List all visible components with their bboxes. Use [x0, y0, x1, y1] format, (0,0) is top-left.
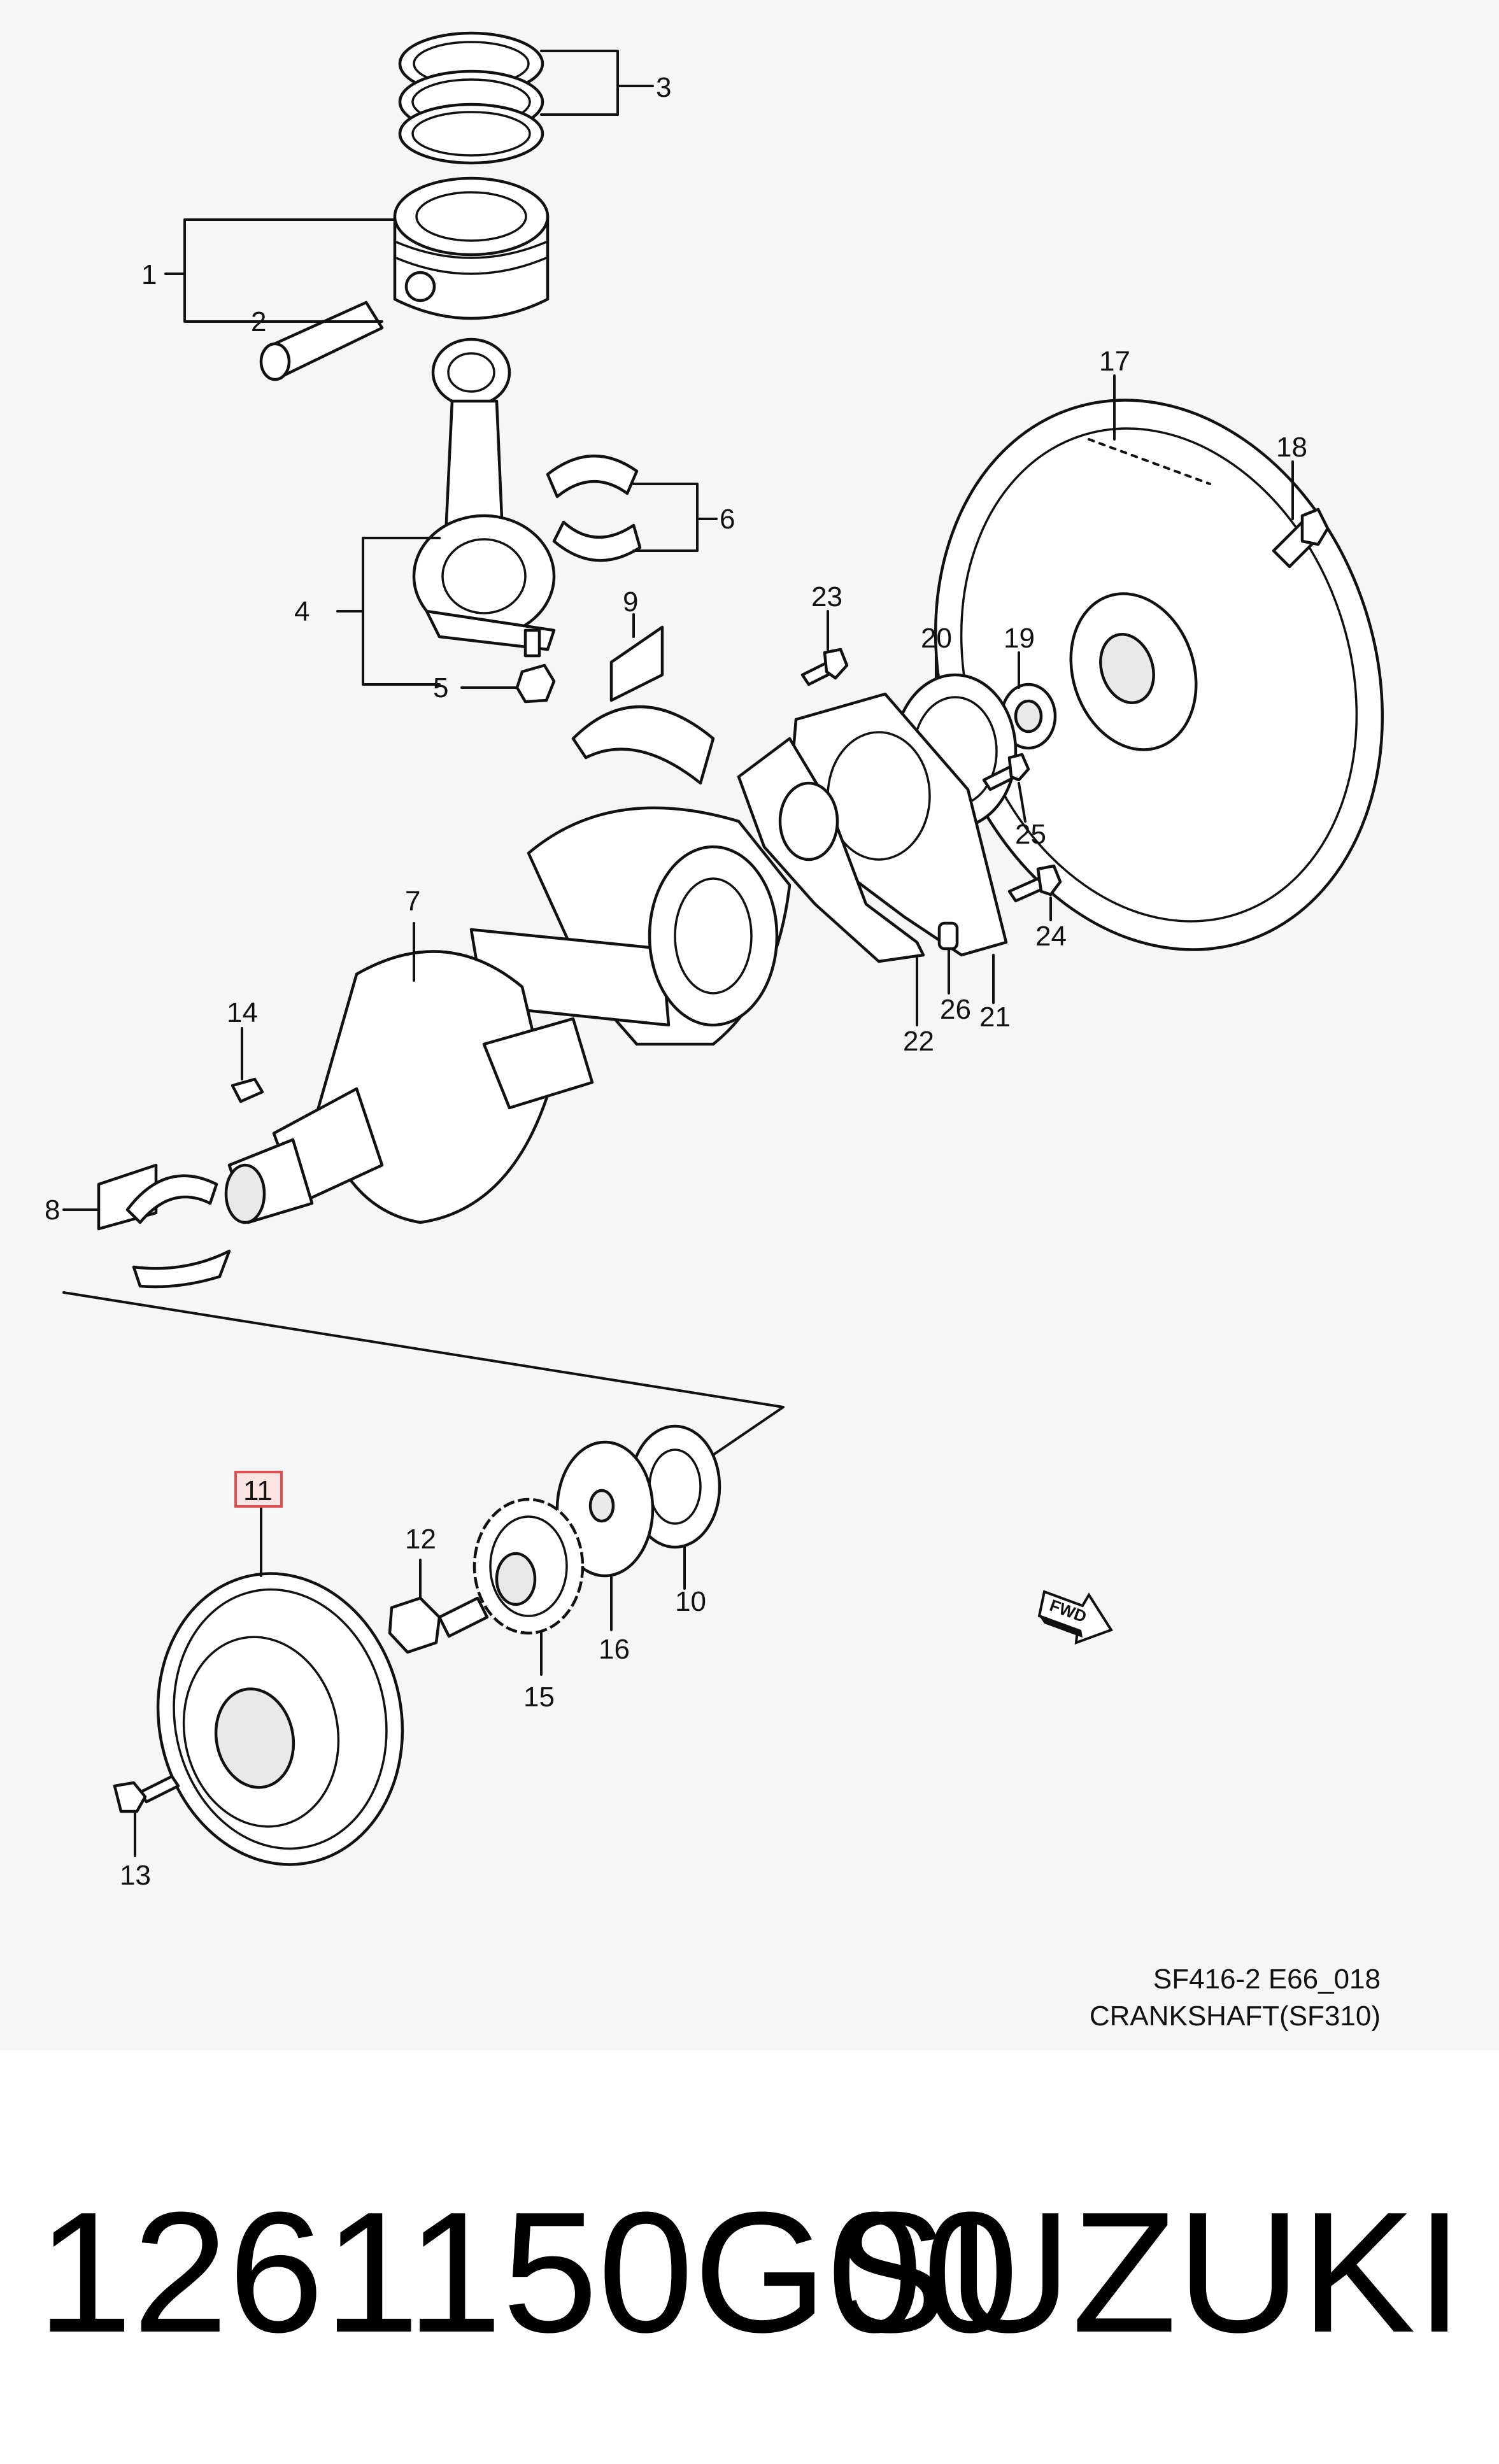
callout-25[interactable]: 25: [1015, 819, 1046, 850]
pulley-bolt-drawing: [388, 1596, 489, 1654]
callout-16[interactable]: 16: [599, 1634, 630, 1665]
rod-bearing-drawing: [546, 454, 642, 562]
flywheel-drawing: [934, 399, 1384, 951]
callout-21[interactable]: 21: [979, 1002, 1011, 1033]
callout-13[interactable]: 13: [120, 1860, 151, 1891]
callout-26[interactable]: 26: [940, 994, 971, 1025]
crankshaft-drawing: [224, 806, 792, 1224]
callout-3[interactable]: 3: [656, 72, 671, 103]
callout-1[interactable]: 1: [141, 259, 157, 290]
callout-17[interactable]: 17: [1099, 346, 1130, 377]
callout-24[interactable]: 24: [1035, 921, 1067, 952]
housing-bolt-24-drawing: [1007, 864, 1062, 903]
crankshaft-pulley-drawing: [156, 1572, 404, 1866]
timing-sprocket-drawing: [472, 1498, 585, 1635]
diagram-caption: SF416-2 E66_018 CRANKSHAFT(SF310): [1090, 1961, 1381, 2035]
main-bearing-upper-drawing: [571, 625, 715, 785]
callout-15[interactable]: 15: [523, 1682, 555, 1713]
leader-lines: [62, 50, 1294, 1857]
diagram-code: SF416-2 E66_018: [1153, 1964, 1381, 1995]
callout-11[interactable]: 11: [243, 1475, 273, 1506]
oil-seal-housing-drawing: [737, 692, 1008, 963]
diagram-title: CRANKSHAFT(SF310): [1089, 2000, 1381, 2032]
rod-nut-drawing: [515, 663, 556, 704]
flywheel-bolt-drawing: [1272, 507, 1330, 569]
piston-rings-drawing: [398, 31, 544, 165]
callout-20[interactable]: 20: [921, 623, 952, 654]
callout-4[interactable]: 4: [294, 596, 309, 627]
pulley-small-bolt-drawing: [113, 1774, 180, 1813]
callout-9[interactable]: 9: [623, 586, 638, 618]
callout-7[interactable]: 7: [405, 886, 420, 917]
brand-name: SUZUKI: [832, 2177, 1463, 2368]
callout-12[interactable]: 12: [405, 1524, 436, 1555]
housing-bolt-23-drawing: [800, 648, 849, 686]
callout-6[interactable]: 6: [720, 504, 735, 535]
dowel-pin-drawing: [937, 921, 959, 951]
callout-2[interactable]: 2: [251, 306, 266, 337]
timing-plate-drawing: [555, 1440, 655, 1578]
piston-drawing: [393, 176, 550, 320]
callout-14[interactable]: 14: [227, 997, 258, 1028]
callout-8[interactable]: 8: [45, 1194, 60, 1226]
callout-labels: 3 1 2 6 4 5 9 7 14 8 17 18 19 20 23 25 2…: [45, 72, 1307, 1891]
callout-5[interactable]: 5: [433, 672, 448, 704]
callout-18[interactable]: 18: [1276, 432, 1307, 463]
fwd-arrow-icon: FWD: [1037, 1590, 1114, 1645]
callout-10[interactable]: 10: [675, 1586, 706, 1617]
callout-22[interactable]: 22: [903, 1026, 934, 1057]
callout-23[interactable]: 23: [811, 581, 842, 612]
product-footer: 1261150G00 SUZUKI: [0, 2165, 1499, 2381]
part-number: 1261150G00: [37, 2177, 1019, 2368]
main-bearing-lower-drawing: [97, 1163, 231, 1289]
callout-19[interactable]: 19: [1004, 623, 1035, 654]
parts-diagram: 3 1 2 6 4 5 9 7 14 8 17 18 19 20 23 25 2…: [45, 31, 1384, 2035]
connecting-rod-drawing: [412, 337, 556, 658]
piston-pin-drawing: [259, 301, 384, 381]
callout-11-highlight-box: [234, 1471, 283, 1508]
housing-bolt-25-drawing: [982, 753, 1030, 791]
crank-key-drawing: [231, 1077, 264, 1103]
